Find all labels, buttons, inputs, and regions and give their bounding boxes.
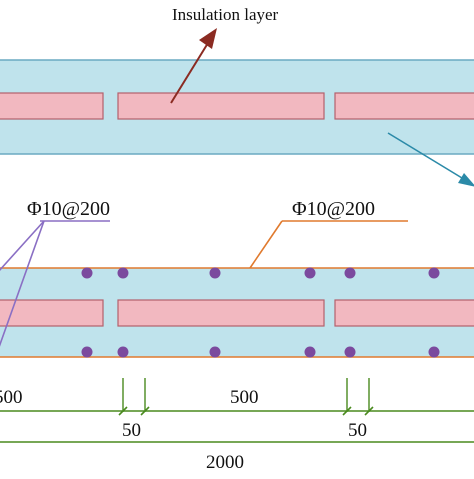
bottom-insulation-panel-3 [334, 299, 474, 327]
dimension-gap-left-value: 50 [122, 420, 141, 441]
top-insulation-panel-3 [334, 92, 474, 120]
dimension-tick [140, 406, 150, 416]
rebar-dot [209, 346, 221, 358]
rebar-dot [304, 346, 316, 358]
bottom-insulation-panel-1 [0, 299, 104, 327]
bottom-insulation-panel-2 [117, 299, 325, 327]
dimension-tick [342, 406, 352, 416]
rebar-dot [117, 346, 129, 358]
insulation-layer-label: Insulation layer [172, 5, 279, 24]
top-insulation-panel-2 [117, 92, 325, 120]
rebar-label-left: Φ10@200 [27, 198, 110, 220]
rebar-dot [344, 346, 356, 358]
insulation-arrow-shaft [170, 42, 209, 104]
rebar-dot [428, 267, 440, 279]
dimension-middle-value: 500 [230, 387, 259, 408]
rebar-leader-left-1 [0, 220, 45, 271]
dimension-tick [364, 406, 374, 416]
dimension-group: 500 500 50 50 2000 [0, 378, 474, 473]
dimension-tick [118, 406, 128, 416]
rebar-label-right: Φ10@200 [292, 198, 375, 220]
dimension-left-value: 500 [0, 387, 23, 408]
teal-arrow-shaft [387, 132, 463, 179]
top-insulation-panel-1 [0, 92, 104, 120]
rebar-dot [428, 346, 440, 358]
rebar-dot [81, 267, 93, 279]
rebar-dot [209, 267, 221, 279]
rebar-leader-left-2 [0, 220, 45, 347]
rebar-leader-right [249, 220, 283, 269]
top-slab-group [0, 59, 474, 155]
rebar-dot [81, 346, 93, 358]
dimension-total-value: 2000 [206, 452, 244, 473]
rebar-dot [117, 267, 129, 279]
teal-arrow-head [458, 173, 474, 187]
dimension-gap-right-value: 50 [348, 420, 367, 441]
rebar-dot [344, 267, 356, 279]
rebar-dot [304, 267, 316, 279]
bottom-slab-group [0, 267, 474, 358]
insulation-arrow-head [199, 28, 217, 49]
